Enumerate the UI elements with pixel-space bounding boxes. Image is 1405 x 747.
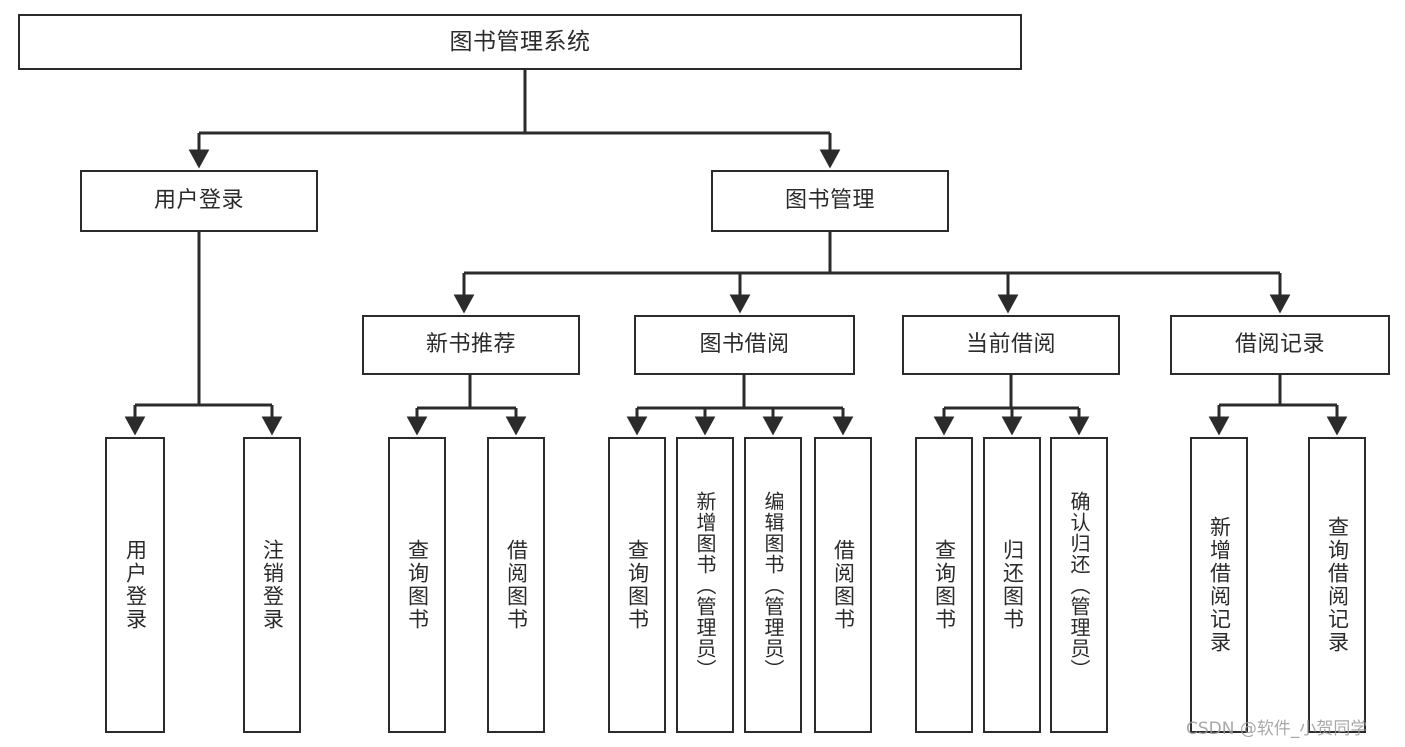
node-leaf-confirm-return-label: 确认归还（管理员）	[1067, 490, 1091, 680]
node-leaf-add-record-label: 新增借阅记录	[1207, 516, 1232, 654]
node-book-manage-label: 图书管理	[784, 188, 875, 214]
node-leaf-confirm-return[interactable]: 确认归还（管理员）	[1050, 437, 1108, 733]
node-leaf-query-record[interactable]: 查询借阅记录	[1308, 437, 1366, 733]
node-leaf-borrow-book-1[interactable]: 借阅图书	[487, 437, 545, 733]
node-leaf-borrow-book-2-label: 借阅图书	[831, 539, 856, 631]
node-new-book-rec[interactable]: 新书推荐	[362, 315, 580, 375]
watermark-text: CSDN @软件_小贺同学	[1186, 719, 1368, 739]
node-leaf-add-book-label: 新增图书（管理员）	[693, 490, 717, 680]
node-user-login-label: 用户登录	[153, 188, 244, 214]
node-leaf-add-book[interactable]: 新增图书（管理员）	[676, 437, 734, 733]
node-book-borrow-label: 图书借阅	[699, 332, 790, 358]
node-leaf-return-book-label: 归还图书	[1000, 539, 1025, 631]
node-leaf-user-login-label: 用户登录	[123, 539, 148, 631]
node-leaf-query-book-3-label: 查询图书	[932, 539, 957, 631]
node-leaf-query-book-1-label: 查询图书	[405, 539, 430, 631]
node-leaf-logout-label: 注销登录	[260, 539, 285, 631]
node-leaf-borrow-book-1-label: 借阅图书	[504, 539, 529, 631]
node-leaf-user-login[interactable]: 用户登录	[105, 437, 165, 733]
node-book-borrow[interactable]: 图书借阅	[634, 315, 855, 375]
node-leaf-query-book-2-label: 查询图书	[625, 539, 650, 631]
node-leaf-return-book[interactable]: 归还图书	[983, 437, 1041, 733]
node-user-login[interactable]: 用户登录	[80, 170, 318, 232]
node-root-label: 图书管理系统	[449, 28, 591, 55]
node-leaf-query-book-3[interactable]: 查询图书	[915, 437, 973, 733]
node-leaf-query-book-1[interactable]: 查询图书	[388, 437, 446, 733]
node-leaf-edit-book-label: 编辑图书（管理员）	[761, 490, 785, 680]
node-leaf-edit-book[interactable]: 编辑图书（管理员）	[744, 437, 802, 733]
node-leaf-logout[interactable]: 注销登录	[243, 437, 301, 733]
node-leaf-add-record[interactable]: 新增借阅记录	[1190, 437, 1248, 733]
node-book-manage[interactable]: 图书管理	[711, 170, 949, 232]
node-borrow-record-label: 借阅记录	[1234, 332, 1325, 358]
node-leaf-query-book-2[interactable]: 查询图书	[608, 437, 666, 733]
node-leaf-borrow-book-2[interactable]: 借阅图书	[814, 437, 872, 733]
node-leaf-query-record-label: 查询借阅记录	[1325, 516, 1350, 654]
node-new-book-rec-label: 新书推荐	[425, 332, 516, 358]
node-root[interactable]: 图书管理系统	[18, 14, 1022, 70]
node-current-borrow-label: 当前借阅	[965, 332, 1056, 358]
node-borrow-record[interactable]: 借阅记录	[1170, 315, 1390, 375]
node-current-borrow[interactable]: 当前借阅	[902, 315, 1120, 375]
